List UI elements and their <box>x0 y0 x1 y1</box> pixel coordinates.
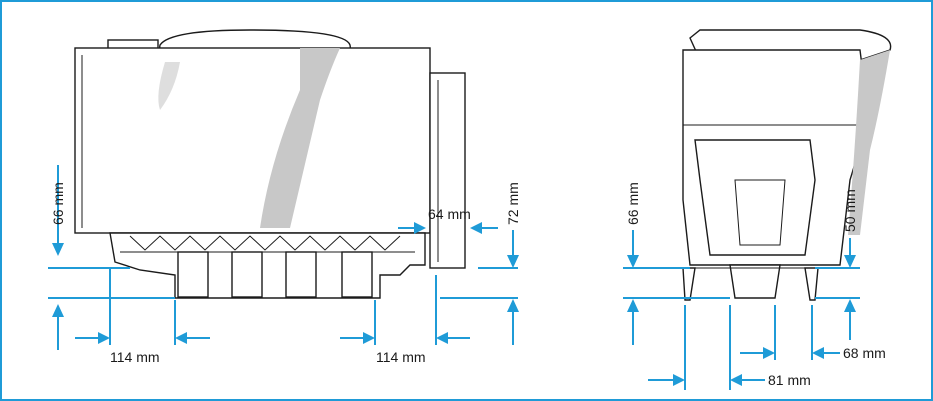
front-right-height-arrow-down <box>507 255 519 268</box>
front-shade-top <box>158 62 180 110</box>
front-body <box>74 47 431 234</box>
side-view <box>682 29 892 301</box>
front-flange-arrow-a <box>414 222 426 234</box>
side-bottom-width-arrow-a <box>673 374 685 386</box>
front-foot-1 <box>177 251 209 298</box>
side-left-height-label: 66 mm <box>625 182 641 225</box>
front-right-width-arrow-a <box>363 332 375 344</box>
side-right-height-arrow-down <box>844 255 856 268</box>
side-left-leg <box>682 267 696 301</box>
side-left-height-arrow-up <box>627 299 639 312</box>
front-left-width-label: 114 mm <box>110 349 160 365</box>
side-right-height-label: 50 mm <box>842 189 858 232</box>
side-left-height-arrow-down <box>627 255 639 268</box>
side-shade <box>848 50 890 235</box>
front-left-width-arrow-a <box>98 332 110 344</box>
front-flange-label: 64 mm <box>428 206 471 222</box>
front-left-width-arrow-b <box>175 332 187 344</box>
side-right-width-arrow <box>812 347 824 359</box>
front-foot-2 <box>231 251 263 298</box>
side-right-leg <box>804 267 819 301</box>
side-bottom-width-label: 81 mm <box>768 372 811 388</box>
front-right-height-label: 72 mm <box>505 182 521 225</box>
dimension-labels: 66 mm 114 mm 114 mm 64 mm 72 mm 66 mm 50… <box>50 182 886 388</box>
front-right-width-arrow-b <box>436 332 448 344</box>
side-right-width-label: 68 mm <box>843 345 886 361</box>
front-shade-band <box>260 48 340 228</box>
side-dimensions <box>623 230 860 390</box>
front-right-height-arrow-up <box>507 299 519 312</box>
side-right-height-arrow-up <box>844 299 856 312</box>
side-center-leg <box>729 264 781 299</box>
side-inner-arrow <box>763 347 775 359</box>
side-bowl-inner <box>734 179 786 246</box>
front-view <box>74 29 466 299</box>
front-right-flange <box>429 72 466 269</box>
front-left-height-arrow-up <box>52 304 64 317</box>
front-right-width-label: 114 mm <box>376 349 426 365</box>
front-foot-3 <box>285 251 317 298</box>
front-flange-arrow-b <box>470 222 482 234</box>
side-bowl <box>694 139 816 256</box>
front-dimensions <box>48 165 519 350</box>
side-bottom-width-arrow-b <box>730 374 742 386</box>
front-foot-4 <box>341 251 373 298</box>
front-left-height-arrow-down <box>52 243 64 256</box>
front-left-height-label: 66 mm <box>50 182 66 225</box>
